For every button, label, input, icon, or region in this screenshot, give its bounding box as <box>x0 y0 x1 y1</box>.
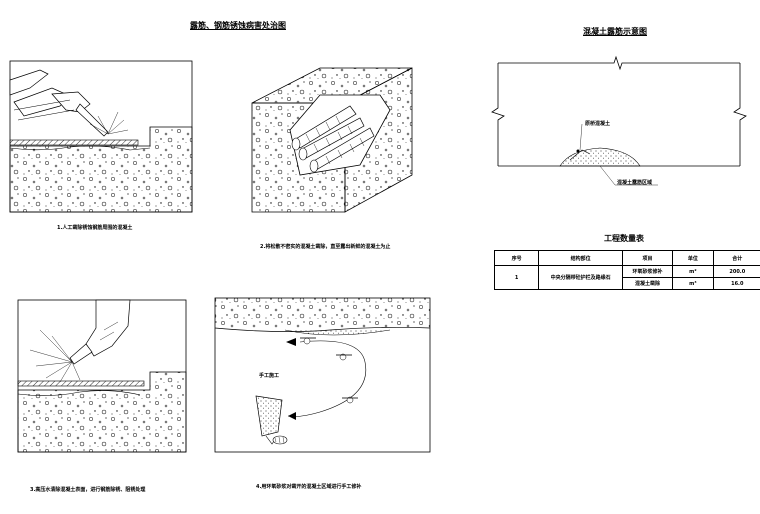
header-total: 合计 <box>712 250 760 266</box>
header-part: 结构部位 <box>538 250 623 266</box>
step4-tool-label: 手工施工 <box>259 373 280 379</box>
cell-item: 环氧砂浆修补 <box>621 265 674 278</box>
step3-caption: 3.高压水清除混凝土表面，进行钢筋除锈、阻锈处理 <box>30 487 146 493</box>
step4-caption: 4.用环氧砂浆对凿开的混凝土区域进行手工修补 <box>256 484 362 490</box>
cell-item: 混凝土凿除 <box>621 277 674 290</box>
cell-unit: m² <box>672 265 714 278</box>
header-no: 序号 <box>493 250 540 266</box>
table-header-row: 序号 结构部位 项目 单位 合计 <box>493 250 760 266</box>
cell-no: 1 <box>493 265 540 290</box>
header-unit: 单位 <box>672 250 714 266</box>
table-row: 1 中央分隔带砼护栏及路缘石 环氧砂浆修补 m² 200.0 <box>493 265 760 290</box>
cell-unit: m³ <box>672 277 714 290</box>
main-title: 露筋、钢筋锈蚀病害处治图 <box>190 21 286 30</box>
cell-total: 200.0 <box>712 265 760 278</box>
header-item: 项目 <box>621 250 674 266</box>
quantity-table: 序号 结构部位 项目 单位 合计 1 中央分隔带砼护栏及路缘石 环氧砂浆修补 m… <box>493 250 760 290</box>
cell-total: 16.0 <box>712 277 760 290</box>
quantity-table-title: 工程数量表 <box>604 234 644 243</box>
cell-part: 中央分隔带砼护栏及路缘石 <box>538 265 623 290</box>
step1-caption: 1.人工凿除锈蚀钢筋周围的混凝土 <box>57 225 133 231</box>
step2-caption: 2.将松散不密实的混凝土凿除，直至露出新鲜的混凝土为止 <box>260 244 391 250</box>
schematic-concrete-label: 原桥混凝土 <box>585 121 611 127</box>
table-row: 混凝土凿除 m³ 16.0 <box>495 277 760 290</box>
schematic-damage-label: 混凝土露筋区域 <box>617 180 653 186</box>
side-title: 混凝土露筋示意图 <box>583 27 647 36</box>
